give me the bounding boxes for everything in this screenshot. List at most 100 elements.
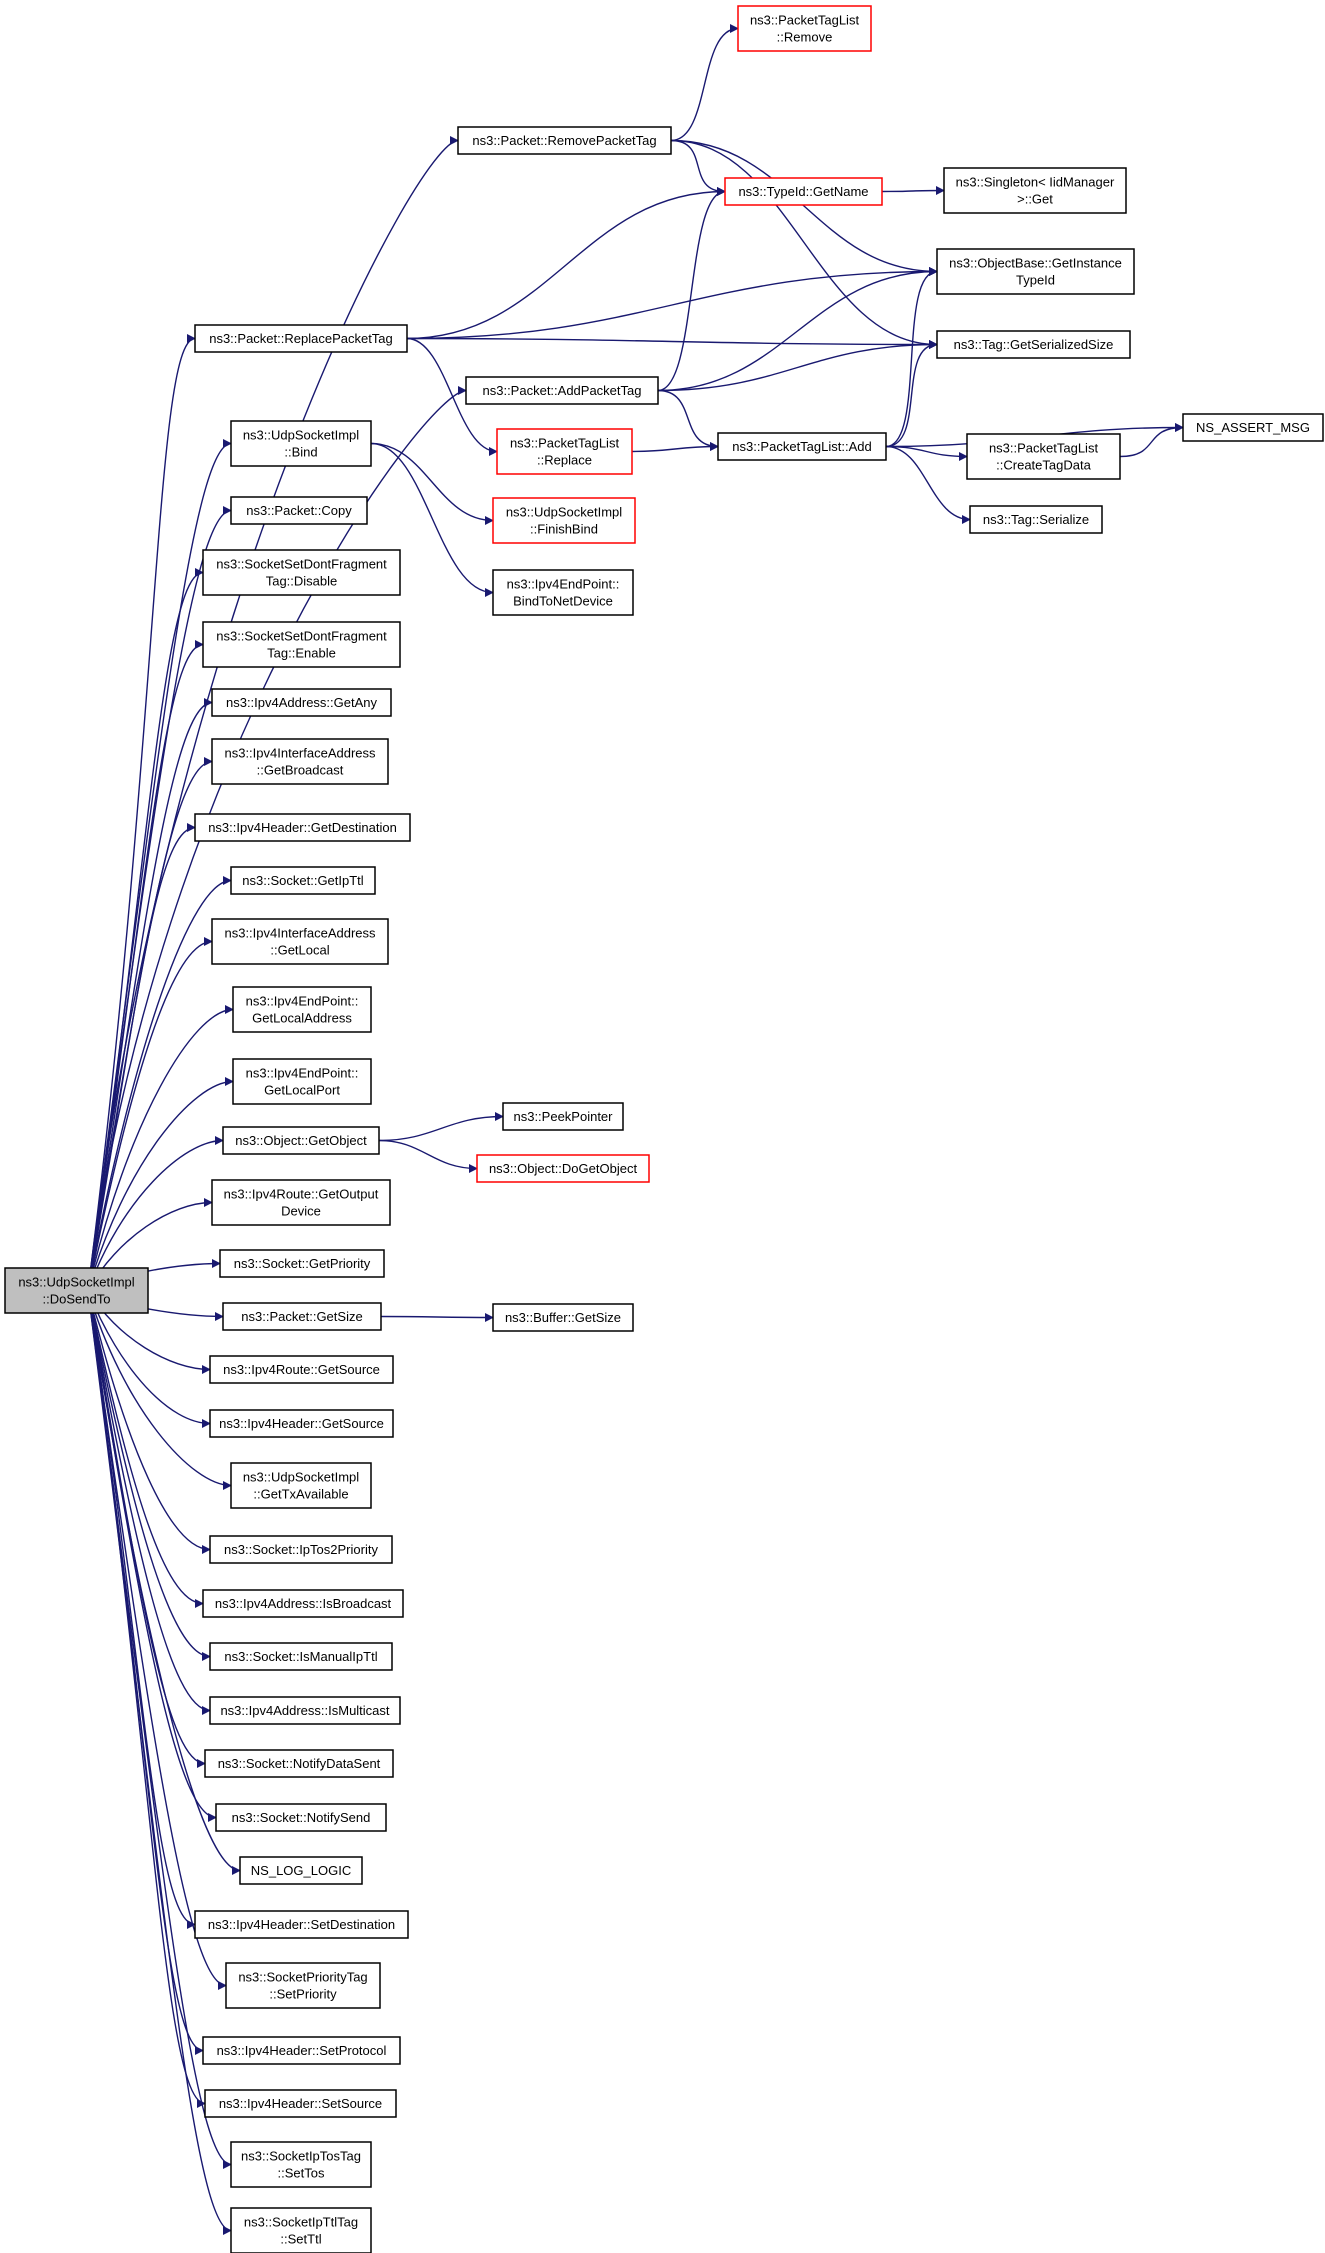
node-getTxAvailable[interactable]: ns3::UdpSocketImpl::GetTxAvailable <box>230 1462 372 1509</box>
edge-removePacketTag-to-typeIdGetName <box>670 139 726 196</box>
node-label: ns3::Ipv4Header::SetDestination <box>208 1917 395 1932</box>
node-label: ::Bind <box>284 445 317 460</box>
node-setDestination[interactable]: ns3::Ipv4Header::SetDestination <box>194 1910 409 1939</box>
node-label: ns3::Ipv4Address::IsBroadcast <box>215 1596 392 1611</box>
node-nsLogLogic[interactable]: NS_LOG_LOGIC <box>239 1856 363 1885</box>
node-box <box>209 1355 394 1384</box>
node-box <box>202 549 401 596</box>
node-label: ns3::SocketSetDontFragment <box>216 557 387 572</box>
node-box <box>457 126 672 155</box>
node-getObject[interactable]: ns3::Object::GetObject <box>222 1126 380 1155</box>
node-isBroadcast[interactable]: ns3::Ipv4Address::IsBroadcast <box>202 1589 404 1618</box>
node-bindToNetDevice[interactable]: ns3::Ipv4EndPoint::BindToNetDevice <box>492 569 634 616</box>
node-box <box>202 621 401 668</box>
node-copy[interactable]: ns3::Packet::Copy <box>230 496 368 525</box>
node-setTos[interactable]: ns3::SocketIpTosTag::SetTos <box>230 2141 372 2188</box>
node-label: ns3::UdpSocketImpl <box>243 1470 359 1485</box>
node-ptlCreateTagData[interactable]: ns3::PacketTagList::CreateTagData <box>966 433 1121 480</box>
node-notifySend[interactable]: ns3::Socket::NotifySend <box>215 1803 387 1832</box>
node-isMulticast[interactable]: ns3::Ipv4Address::IsMulticast <box>209 1696 401 1725</box>
node-box <box>219 1249 385 1278</box>
edge-root-to-setPriority <box>87 1290 227 1990</box>
node-isManualIpTtl[interactable]: ns3::Socket::IsManualIpTtl <box>209 1642 393 1671</box>
node-nsAssertMsg[interactable]: NS_ASSERT_MSG <box>1182 413 1324 442</box>
edge-root-to-getIpTtl <box>87 876 232 1291</box>
node-addPacketTag[interactable]: ns3::Packet::AddPacketTag <box>465 376 659 405</box>
node-ipTos2Priority[interactable]: ns3::Socket::IpTos2Priority <box>209 1535 393 1564</box>
node-tagGetSerializedSize[interactable]: ns3::Tag::GetSerializedSize <box>936 330 1131 359</box>
node-finishBind[interactable]: ns3::UdpSocketImpl::FinishBind <box>492 497 636 544</box>
node-box <box>230 2207 372 2253</box>
node-setTtl[interactable]: ns3::SocketIpTtlTag::SetTtl <box>230 2207 372 2253</box>
node-label: ns3::SocketSetDontFragment <box>216 629 387 644</box>
node-label: ns3::Ipv4Address::IsMulticast <box>220 1703 389 1718</box>
node-singletonGet[interactable]: ns3::Singleton< IidManager>::Get <box>943 167 1127 214</box>
node-label: NS_ASSERT_MSG <box>1196 420 1310 435</box>
node-replacePacketTag[interactable]: ns3::Packet::ReplacePacketTag <box>194 324 408 353</box>
edge-root-to-getAny <box>87 698 213 1291</box>
node-label: Device <box>281 1204 321 1219</box>
node-label: ::SetTtl <box>280 2232 321 2247</box>
node-box <box>202 1589 404 1618</box>
node-ptlReplace[interactable]: ns3::PacketTagList::Replace <box>496 428 633 475</box>
node-label: ::FinishBind <box>530 522 598 537</box>
edge-root-to-setTtl <box>87 1290 232 2235</box>
node-setProtocol[interactable]: ns3::Ipv4Header::SetProtocol <box>202 2036 401 2065</box>
node-label: ns3::Ipv4Header::SetSource <box>219 2096 382 2111</box>
node-getPriority[interactable]: ns3::Socket::GetPriority <box>219 1249 385 1278</box>
node-label: ::CreateTagData <box>996 458 1091 473</box>
node-routeGetSource[interactable]: ns3::Ipv4Route::GetSource <box>209 1355 394 1384</box>
node-setPriority[interactable]: ns3::SocketPriorityTag::SetPriority <box>225 1962 381 2009</box>
node-getIpTtl[interactable]: ns3::Socket::GetIpTtl <box>230 866 376 895</box>
node-label: ns3::Packet::RemovePacketTag <box>472 133 656 148</box>
node-getLocalAddress[interactable]: ns3::Ipv4EndPoint::GetLocalAddress <box>232 986 372 1033</box>
edge-root-to-isBroadcast <box>87 1290 204 1608</box>
node-bind[interactable]: ns3::UdpSocketImpl::Bind <box>230 420 372 467</box>
node-peekPointer[interactable]: ns3::PeekPointer <box>502 1102 624 1131</box>
edge-root-to-nsLogLogic <box>87 1290 241 1875</box>
node-typeIdGetName[interactable]: ns3::TypeId::GetName <box>724 177 883 206</box>
node-box <box>202 2036 401 2065</box>
node-setSource[interactable]: ns3::Ipv4Header::SetSource <box>204 2089 397 2118</box>
node-label: ns3::Socket::NotifyDataSent <box>218 1756 381 1771</box>
edge-bind-to-finishBind <box>370 442 494 525</box>
node-label: GetLocalPort <box>264 1083 340 1098</box>
node-ptlRemove[interactable]: ns3::PacketTagList::Remove <box>737 5 872 52</box>
node-getBroadcast[interactable]: ns3::Ipv4InterfaceAddress::GetBroadcast <box>211 738 389 785</box>
node-headerGetSource[interactable]: ns3::Ipv4Header::GetSource <box>209 1409 394 1438</box>
node-label: ns3::Packet::Copy <box>246 503 352 518</box>
node-box <box>465 376 659 405</box>
edge-ptlAdd-to-tagSerialize <box>885 445 971 524</box>
node-box <box>204 2089 397 2118</box>
edge-addPacketTag-to-ptlAdd <box>657 389 719 451</box>
node-getDestination[interactable]: ns3::Ipv4Header::GetDestination <box>194 813 411 842</box>
edge-root-to-dfDisable <box>87 568 204 1291</box>
node-bufferGetSize[interactable]: ns3::Buffer::GetSize <box>492 1303 634 1332</box>
node-label: ::GetLocal <box>270 943 329 958</box>
node-label: ns3::Object::DoGetObject <box>489 1161 638 1176</box>
node-box <box>230 2141 372 2188</box>
node-label: ns3::SocketIpTtlTag <box>244 2215 358 2230</box>
node-notifyDataSent[interactable]: ns3::Socket::NotifyDataSent <box>204 1749 394 1778</box>
edge-root-to-notifySend <box>87 1290 217 1822</box>
node-box <box>222 1126 380 1155</box>
node-box <box>209 1696 401 1725</box>
node-removePacketTag[interactable]: ns3::Packet::RemovePacketTag <box>457 126 672 155</box>
node-getLocalPort[interactable]: ns3::Ipv4EndPoint::GetLocalPort <box>232 1058 372 1105</box>
edge-ptlCreateTagData-to-nsAssertMsg <box>1119 423 1184 458</box>
node-ptlAdd[interactable]: ns3::PacketTagList::Add <box>717 432 887 461</box>
node-doGetObject[interactable]: ns3::Object::DoGetObject <box>476 1154 650 1183</box>
node-getAny[interactable]: ns3::Ipv4Address::GetAny <box>211 688 392 717</box>
node-box <box>211 1179 391 1226</box>
node-label: ns3::Ipv4Header::SetProtocol <box>217 2043 387 2058</box>
node-getSize[interactable]: ns3::Packet::GetSize <box>222 1302 382 1331</box>
node-box <box>936 248 1135 295</box>
node-box <box>209 1642 393 1671</box>
node-box <box>724 177 883 206</box>
node-tagSerialize[interactable]: ns3::Tag::Serialize <box>969 505 1103 534</box>
node-getLocal[interactable]: ns3::Ipv4InterfaceAddress::GetLocal <box>211 918 389 965</box>
